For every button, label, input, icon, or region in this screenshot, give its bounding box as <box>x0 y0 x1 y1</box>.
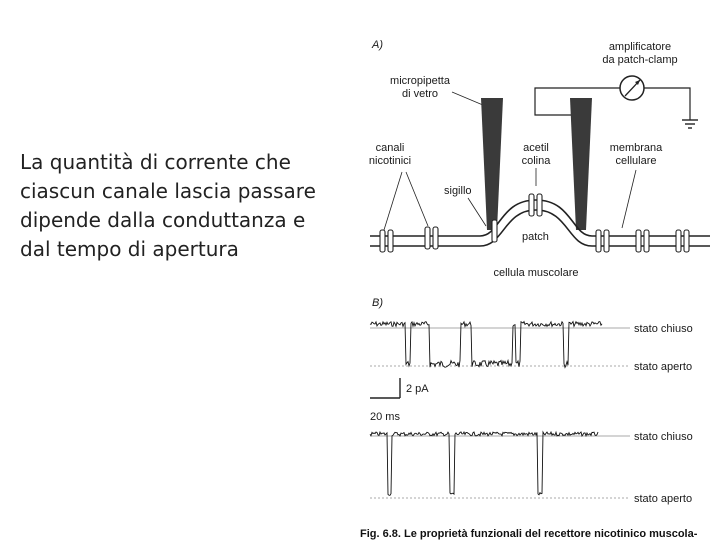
patch-label: patch <box>522 231 549 243</box>
text-line: ciascun canale lascia passare <box>20 179 316 203</box>
left-micropipette <box>481 98 503 230</box>
right-micropipette <box>570 98 592 230</box>
membrane-label: membrana <box>610 142 663 154</box>
patch-clamp-figure: A) amplificatore da patch-clamp micropip… <box>340 0 720 540</box>
leader-line <box>621 169 637 229</box>
scale-time-label: 20 ms <box>370 411 400 423</box>
panel-b-tag: B) <box>372 297 383 309</box>
single-channel-trace <box>369 430 599 496</box>
figure-caption: Fig. 6.8. Le proprietà funzionali del re… <box>360 528 698 540</box>
amplifier-label: amplificatore <box>609 41 671 53</box>
seal-label: sigillo <box>444 185 472 197</box>
open-state-label: stato aperto <box>634 361 692 373</box>
panel-a-tag: A) <box>371 39 383 51</box>
membrane-label: cellulare <box>616 155 657 167</box>
text-line: dal tempo di apertura <box>20 237 239 261</box>
membrane-outer <box>370 199 710 237</box>
closed-state-label: stato chiuso <box>634 323 693 335</box>
acetylcholine-label: acetil <box>523 142 549 154</box>
scale-current-label: 2 pA <box>406 383 429 395</box>
amplifier-label: da patch-clamp <box>602 54 677 66</box>
slide-text: La quantità di corrente che ciascun cana… <box>20 148 340 264</box>
text-line: La quantità di corrente che <box>20 150 291 174</box>
micropipette-label: di vetro <box>402 88 438 100</box>
single-channel-trace <box>369 320 603 369</box>
open-state-label: stato aperto <box>634 493 692 505</box>
channels-label: canali <box>376 142 405 154</box>
channels-label: nicotinici <box>369 155 411 167</box>
cell-label: cellula muscolare <box>494 267 579 279</box>
acetylcholine-label: colina <box>522 155 552 167</box>
leader-line <box>383 171 403 231</box>
nicotinic-channel-icon <box>379 193 690 253</box>
text-line: dipende dalla conduttanza e <box>20 208 306 232</box>
leader-line <box>467 197 487 227</box>
amplifier-meter-icon <box>619 75 645 101</box>
closed-state-label: stato chiuso <box>634 431 693 443</box>
amplifier-wire <box>534 87 620 116</box>
ground-icon <box>682 119 698 129</box>
figure-svg: A) amplificatore da patch-clamp micropip… <box>360 39 710 540</box>
ground-wire <box>644 87 691 120</box>
leader-line <box>405 171 429 227</box>
micropipette-label: micropipetta <box>390 75 451 87</box>
